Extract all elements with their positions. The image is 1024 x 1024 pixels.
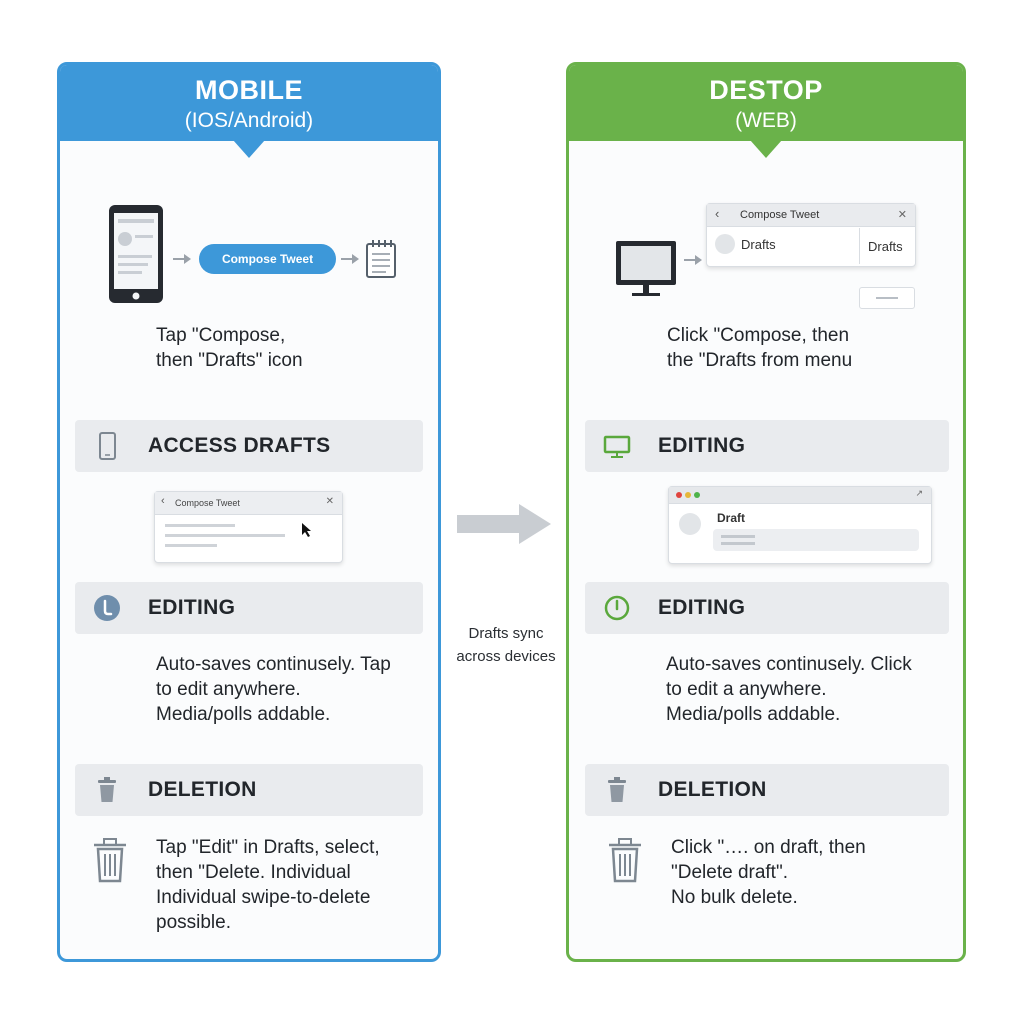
description-line: Media/polls addable. <box>666 704 841 725</box>
monitor-icon <box>603 435 631 458</box>
drafts-side-label[interactable]: Drafts <box>868 239 903 254</box>
trash-icon <box>98 777 116 802</box>
browser-titlebar: ↗ <box>669 487 931 504</box>
description-line: "Delete draft". <box>671 862 788 883</box>
mobile-section-access-drafts: ACCESS DRAFTS <box>75 420 423 472</box>
expand-icon[interactable]: ↗ <box>915 488 923 498</box>
arrow-right-icon <box>684 255 702 265</box>
section-title: ACCESS DRAFTS <box>148 434 331 457</box>
mobile-section-deletion: DELETION <box>75 764 423 816</box>
maximize-dot-icon[interactable] <box>694 492 700 498</box>
mobile-deletion-description: Tap "Edit" in Drafts, select, then "Dele… <box>156 835 380 935</box>
mobile-subtitle: (IOS/Android) <box>184 109 314 132</box>
window-titlebar: ‹ Compose Tweet ✕ <box>155 492 342 515</box>
compose-menu-window: ‹ Compose Tweet ✕ Drafts Drafts <box>706 203 916 267</box>
phone-icon <box>99 432 116 460</box>
placeholder-line <box>721 535 755 538</box>
description-line: Individual swipe-to-delete <box>156 887 371 908</box>
section-title: EDITING <box>148 596 236 619</box>
description-line: Auto-saves continusely. Tap <box>156 654 391 675</box>
phone-illustration-icon <box>109 205 163 303</box>
description-line: possible. <box>156 912 231 933</box>
desktop-section-deletion: DELETION <box>585 764 949 816</box>
sync-caption-line: across devices <box>456 648 556 665</box>
desktop-section-editing: EDITING <box>585 582 949 634</box>
section-title: EDITING <box>658 596 746 619</box>
minimize-dot-icon[interactable] <box>685 492 691 498</box>
placeholder-line <box>721 542 755 545</box>
sync-caption-line: Drafts sync <box>468 625 544 642</box>
mobile-panel: MOBILE (IOS/Android) Compose Tweet Tap "… <box>57 62 441 962</box>
desktop-section-editing-top: EDITING <box>585 420 949 472</box>
desktop-instruction-line: Click "Compose, then <box>667 325 850 346</box>
menu-divider <box>859 228 860 264</box>
monitor-illustration-icon <box>616 241 676 296</box>
mobile-section-editing: EDITING <box>75 582 423 634</box>
close-icon[interactable]: ✕ <box>325 496 334 507</box>
trash-icon <box>608 777 626 802</box>
placeholder-line <box>165 534 285 537</box>
drafts-menu-item[interactable]: Drafts <box>741 237 776 252</box>
menu-title: Compose Tweet <box>740 209 820 221</box>
avatar <box>679 513 701 535</box>
minimized-tab[interactable] <box>859 287 915 309</box>
description-line: Click "…. on draft, then <box>671 837 866 858</box>
desktop-header-pointer <box>750 140 782 158</box>
mobile-instruction-line: Tap "Compose, <box>156 325 286 346</box>
section-title: EDITING <box>658 434 746 457</box>
desktop-panel: DESTOP (WEB) ‹ Compose Tweet ✕ Drafts Dr… <box>566 62 966 962</box>
sync-arrow-icon <box>457 504 551 544</box>
placeholder-line <box>165 544 217 547</box>
description-line: No bulk delete. <box>671 887 798 908</box>
section-title: DELETION <box>148 778 257 801</box>
draft-text-field[interactable] <box>713 529 919 551</box>
trash-outline-icon <box>609 838 641 883</box>
pencil-circle-icon <box>94 595 120 621</box>
placeholder-line <box>165 524 235 527</box>
description-line: to edit a anywhere. <box>666 679 827 700</box>
desktop-deletion-description: Click "…. on draft, then "Delete draft".… <box>671 835 866 910</box>
desktop-header: DESTOP (WEB) <box>569 65 963 141</box>
description-line: Auto-saves continusely. Click <box>666 654 912 675</box>
mobile-instruction-line: then "Drafts" icon <box>156 350 303 371</box>
back-chevron-icon[interactable]: ‹ <box>161 495 165 507</box>
desktop-subtitle: (WEB) <box>735 109 797 132</box>
mobile-title: MOBILE <box>195 75 303 105</box>
compose-tweet-window: ‹ Compose Tweet ✕ <box>154 491 343 563</box>
avatar <box>715 234 735 254</box>
tab-line <box>876 297 898 299</box>
description-line: to edit anywhere. <box>156 679 301 700</box>
desktop-editing-description: Auto-saves continusely. Click to edit a … <box>666 652 912 727</box>
trash-outline-icon <box>94 838 126 883</box>
desktop-instruction: Click "Compose, then the "Drafts from me… <box>667 323 852 373</box>
power-icon <box>604 595 630 621</box>
cursor-icon <box>302 523 311 537</box>
arrow-right-icon <box>173 254 191 264</box>
description-line: then "Delete. Individual <box>156 862 351 883</box>
window-title: Compose Tweet <box>175 498 240 508</box>
back-chevron-icon[interactable]: ‹ <box>715 206 720 221</box>
arrow-right-icon <box>341 254 359 264</box>
close-icon[interactable]: ✕ <box>897 209 907 221</box>
desktop-title: DESTOP <box>709 75 823 105</box>
desktop-instruction-line: the "Drafts from menu <box>667 350 853 371</box>
close-dot-icon[interactable] <box>676 492 682 498</box>
browser-window: ↗ Draft <box>668 486 932 564</box>
section-title: DELETION <box>658 778 767 801</box>
sync-caption: Drafts sync across devices <box>447 622 565 668</box>
menu-titlebar: ‹ Compose Tweet ✕ <box>707 204 915 227</box>
description-line: Tap "Edit" in Drafts, select, <box>156 837 380 858</box>
mobile-header: MOBILE (IOS/Android) <box>60 65 438 141</box>
notepad-icon <box>366 240 396 278</box>
compose-tweet-button[interactable]: Compose Tweet <box>199 244 336 274</box>
description-line: Media/polls addable. <box>156 704 331 725</box>
mobile-instruction: Tap "Compose, then "Drafts" icon <box>156 323 303 373</box>
mobile-header-pointer <box>233 140 265 158</box>
draft-label: Draft <box>717 511 746 525</box>
mobile-editing-description: Auto-saves continusely. Tap to edit anyw… <box>156 652 391 727</box>
